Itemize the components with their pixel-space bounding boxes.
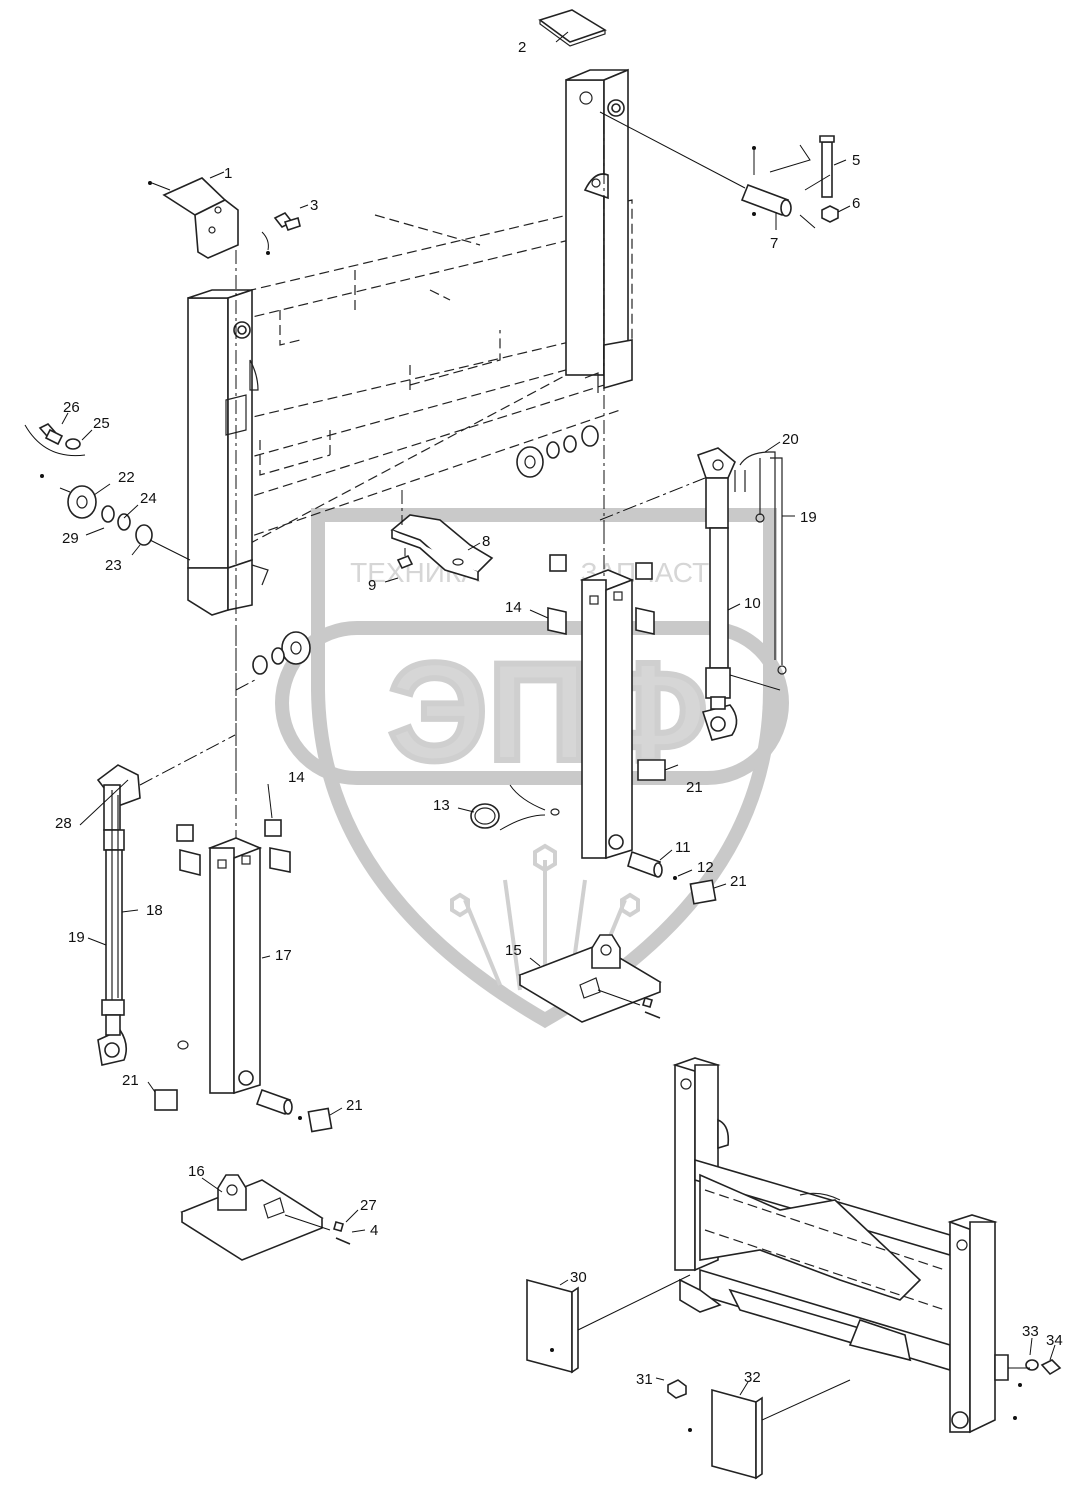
callout-34: 34	[1046, 1332, 1063, 1349]
pin-bolt-nut-parts-5-6-7	[599, 111, 839, 229]
left-column-part-17	[154, 630, 333, 1133]
callout-31: 31	[636, 1371, 653, 1388]
callout-27: 27	[360, 1197, 377, 1214]
assembled-view	[672, 1057, 1009, 1434]
callout-15: 15	[505, 942, 522, 959]
callout-1: 1	[224, 165, 232, 182]
callout-2: 2	[518, 39, 526, 56]
watermark-shield-shape	[311, 508, 777, 1029]
callout-leaders	[61, 31, 1056, 1396]
callout-23: 23	[105, 557, 122, 574]
callout-14-left: 14	[288, 769, 305, 786]
callout-33: 33	[1022, 1323, 1039, 1340]
callout-16: 16	[188, 1163, 205, 1180]
right-column	[565, 79, 605, 376]
left-column	[187, 297, 229, 569]
callout-21-left-lower: 21	[346, 1097, 363, 1114]
callout-13: 13	[433, 797, 450, 814]
callout-22: 22	[118, 469, 135, 486]
callout-11: 11	[675, 839, 691, 856]
bracket-part-8	[390, 490, 494, 582]
callout-9: 9	[368, 577, 376, 594]
callout-6: 6	[852, 195, 860, 212]
side-covers-parts-30-34	[526, 1274, 1062, 1480]
foot-plate-part-16	[180, 1174, 351, 1261]
callout-14-center: 14	[505, 599, 522, 616]
callout-21-left: 21	[122, 1072, 139, 1089]
callout-12: 12	[697, 859, 714, 876]
callout-labels: 1 2 3 4 5 6 7 8 9 10 11 12 13 14 14 15 1…	[55, 39, 1063, 1388]
callout-20: 20	[782, 431, 799, 448]
watermark-badge-shape	[275, 621, 789, 785]
callout-8: 8	[482, 533, 490, 550]
lift-cylinder-left-parts-18-19-28	[96, 734, 236, 1066]
foot-plate-part-15	[518, 934, 662, 1023]
callout-18: 18	[146, 902, 163, 919]
callout-28: 28	[55, 815, 72, 832]
callout-21-center-lower: 21	[730, 873, 747, 890]
watermark: ТЕХНИКА ЗАПЧАСТИ ЭПФ	[275, 508, 789, 1029]
pivot-kit-left-parts-22-26	[24, 423, 191, 561]
callout-19-right: 19	[800, 509, 817, 526]
callout-3: 3	[310, 197, 318, 214]
center-column	[470, 530, 717, 905]
pivot-kit-right	[516, 425, 599, 478]
callout-4: 4	[370, 1222, 378, 1239]
lift-cylinder-part-10	[599, 447, 787, 741]
callout-30: 30	[570, 1269, 587, 1286]
callout-7: 7	[770, 235, 778, 252]
bolt-part-3	[261, 211, 301, 255]
callout-17: 17	[275, 947, 292, 964]
callout-25: 25	[93, 415, 110, 432]
callout-21-center-upper: 21	[686, 779, 703, 796]
callout-10: 10	[744, 595, 761, 612]
callout-26: 26	[63, 399, 80, 416]
callout-19-left: 19	[68, 929, 85, 946]
cover-plate-part-2	[538, 9, 607, 47]
main-frame-assembly	[187, 68, 633, 780]
watermark-wheat-icon	[450, 843, 640, 995]
callout-32: 32	[744, 1369, 761, 1386]
bracket-part-1	[148, 177, 239, 259]
callout-24: 24	[140, 490, 157, 507]
callout-5: 5	[852, 152, 860, 169]
callout-29: 29	[62, 530, 79, 547]
